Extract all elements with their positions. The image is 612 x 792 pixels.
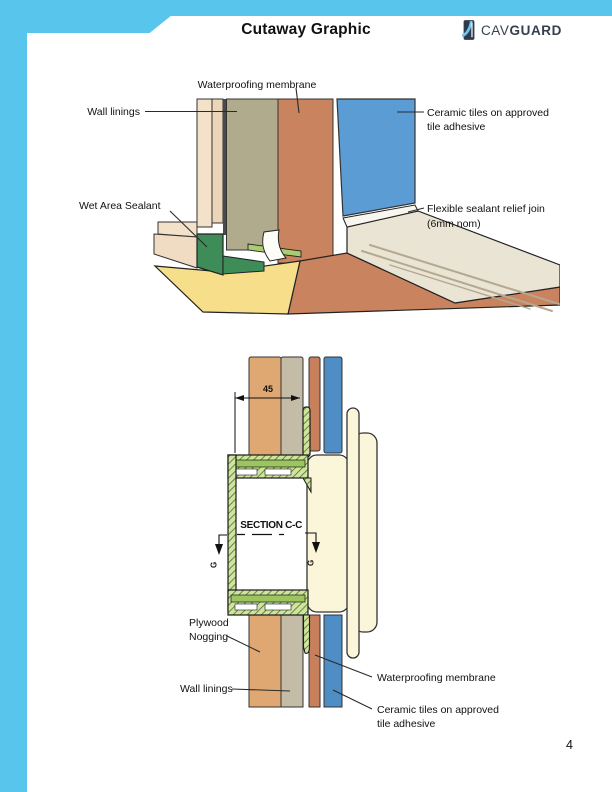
top-accent-band (0, 0, 612, 16)
corner-accent-wedge (0, 15, 172, 33)
cavguard-bottom-arm (227, 589, 309, 616)
section-marker-right-line (305, 532, 317, 543)
cavguard-top-arm-core (230, 459, 306, 468)
cavguard-slot (264, 468, 292, 476)
dimension-arrow-right (291, 395, 300, 401)
cutaway-diagram: Waterproofing membrane Wall linings Wet … (79, 79, 560, 315)
plywood-nogging-strip-upper (248, 356, 282, 457)
cavguard-top-hook (302, 477, 312, 494)
section-marker-right-arrow (312, 542, 320, 553)
tile-strip-upper (323, 356, 343, 454)
label-flexible-sealant-2: (6mm nom) (427, 218, 481, 230)
leader-waterproofing (295, 87, 300, 114)
flashing-curl (262, 229, 287, 262)
door-logo-icon (460, 19, 478, 41)
cavguard-slot (234, 603, 258, 611)
left-accent-strip (0, 0, 27, 792)
membrane-strip-upper (308, 356, 321, 452)
cavguard-slot (264, 603, 292, 611)
wet-area-sealant-fillet (222, 255, 265, 275)
cavguard-web (227, 454, 237, 611)
section-marker-left-letter: G (210, 562, 219, 568)
ledge-groove (369, 244, 560, 305)
wall-framing-panel-2 (211, 98, 224, 224)
section-title: SECTION C-C (240, 520, 302, 531)
plywood-nogging-strip-lower (248, 614, 282, 708)
section-marker-right-letter: G (307, 560, 316, 566)
leader-flexible-sealant (407, 207, 425, 213)
label-wall-linings: Wall linings (180, 683, 233, 695)
leader-waterproofing-membrane (314, 654, 373, 678)
wet-area-sealant-block (196, 233, 224, 276)
wall-framing-panel (196, 98, 213, 228)
bath-flange (346, 407, 360, 659)
waterproofing-membrane-panel (277, 98, 334, 264)
leader-wall-linings (231, 688, 291, 692)
wall-lining-strip-upper (280, 356, 304, 457)
skirting-block (153, 233, 198, 269)
flexible-sealant-joint (342, 204, 419, 228)
cavguard-bottom-arm-core (230, 594, 306, 603)
cavguard-upstand (302, 406, 311, 458)
leader-wet-area-sealant (169, 210, 208, 248)
label-waterproofing-membrane: Waterproofing membrane (377, 672, 496, 684)
label-ceramic-tiles-1: Ceramic tiles on approved (427, 107, 549, 119)
label-plywood: Plywood (189, 617, 229, 629)
leader-plywood-nogging (226, 635, 261, 653)
wall-lining-strip-lower (280, 614, 304, 708)
section-marker-left-arrow (215, 544, 223, 555)
brand-wordmark: CAVGUARD (481, 23, 562, 38)
tile-strip-lower (323, 614, 343, 708)
ledge-groove (361, 250, 553, 312)
lining-edge (223, 99, 227, 235)
label-ceramic-tiles-2: tile adhesive (377, 718, 436, 730)
cavguard-tail (302, 614, 311, 654)
section-diagram: 45 SECTION C-C G G Plywood Nogging Wall … (180, 356, 499, 730)
ceramic-tile-panel (336, 98, 416, 217)
section-marker-left-line (218, 534, 227, 545)
dimension-value: 45 (263, 384, 273, 394)
cavguard-slot (234, 468, 258, 476)
label-waterproofing-membrane: Waterproofing membrane (198, 79, 317, 91)
dimension-arrow-left (235, 395, 244, 401)
label-ceramic-tiles-1: Ceramic tiles on approved (377, 704, 499, 716)
label-wall-linings: Wall linings (87, 106, 140, 118)
membrane-strip-lower (308, 614, 321, 708)
brand-suffix: GUARD (509, 22, 562, 38)
brand-prefix: CAV (480, 22, 510, 38)
ledge-groove (389, 264, 531, 310)
page-title: Cutaway Graphic (241, 21, 371, 38)
page-number: 4 (566, 738, 573, 752)
label-nogging: Nogging (189, 631, 228, 643)
leader-ceramic-tiles (332, 689, 373, 710)
wall-lining-panel (226, 98, 279, 251)
label-flexible-sealant-1: Flexible sealant relief join (427, 203, 545, 215)
brand-logo: CAVGUARD (460, 19, 562, 41)
label-ceramic-tiles-2: tile adhesive (427, 121, 486, 133)
label-wet-area-sealant: Wet Area Sealant (79, 200, 161, 212)
